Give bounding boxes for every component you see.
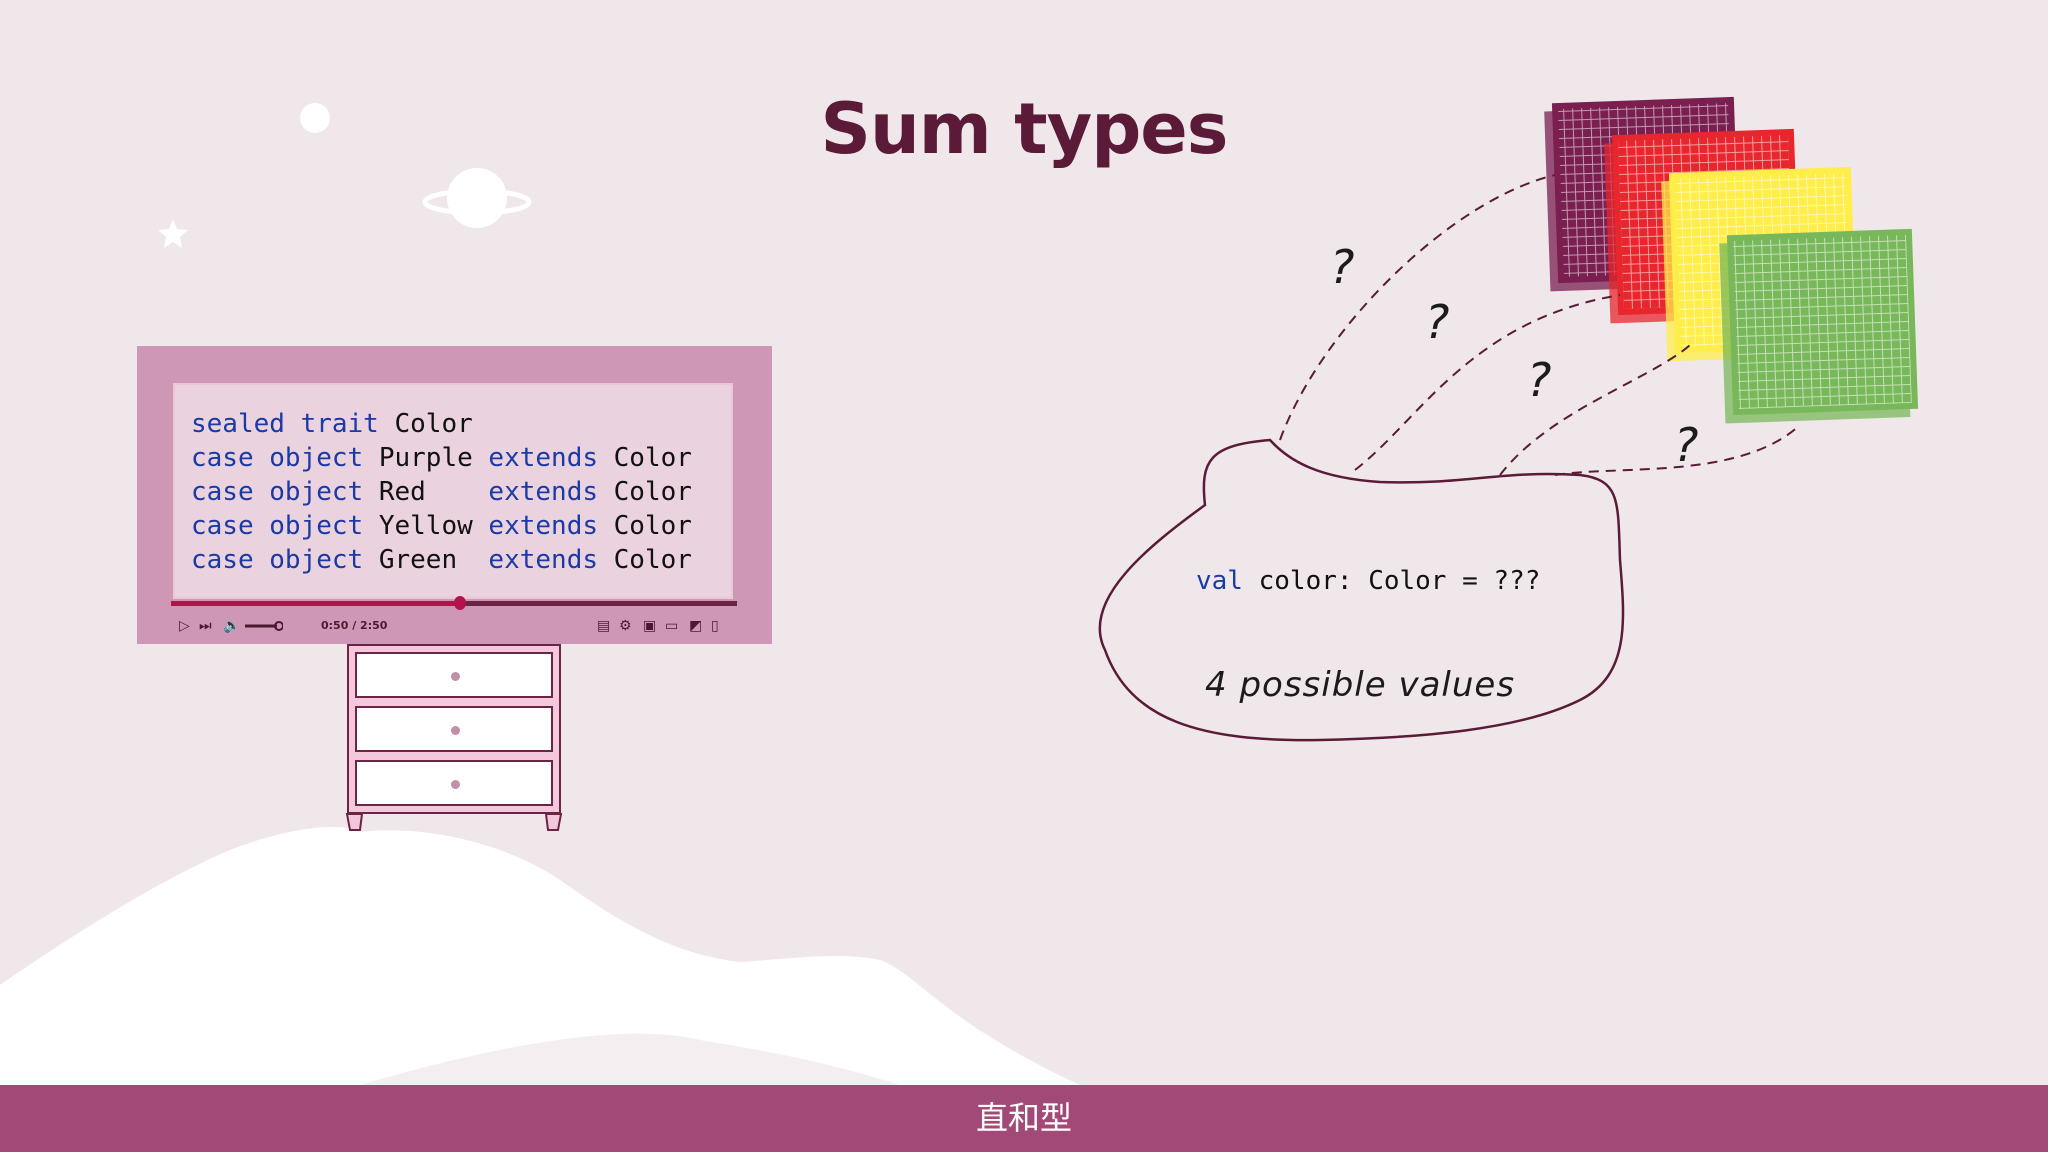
code-text: Color	[598, 477, 692, 507]
code-line: case object Purple extends Color	[191, 441, 692, 475]
subtitle-text: 直和型	[975, 1099, 1072, 1137]
slide-title: Sum types	[820, 88, 1229, 170]
skip-next-icon[interactable]: ⏭	[199, 618, 212, 634]
play-icon[interactable]: ▷	[179, 618, 190, 634]
dresser-illustration	[347, 644, 561, 814]
captions-icon[interactable]: ▤	[597, 618, 611, 634]
code-panel	[173, 383, 733, 599]
code-text: Yellow	[363, 511, 489, 541]
code-keyword: val	[1196, 566, 1243, 596]
code-line: case object Green extends Color	[191, 543, 692, 577]
dashed-connectors	[1279, 174, 1801, 476]
settings-icon[interactable]: ⚙	[619, 618, 632, 634]
cast-icon[interactable]: ◩	[689, 618, 703, 634]
code-keyword: extends	[488, 477, 598, 507]
star-icon	[158, 219, 188, 248]
code-text: Color	[598, 511, 692, 541]
code-text: Purple	[363, 443, 489, 473]
code-line: case object Red extends Color	[191, 475, 692, 509]
progress-thumb[interactable]	[453, 596, 466, 610]
code-text: Color	[598, 443, 692, 473]
code-text: Color	[598, 545, 692, 575]
drawer	[355, 760, 553, 806]
color-swatches	[1544, 96, 1919, 424]
code-keyword: sealed trait	[191, 409, 379, 439]
code-keyword: extends	[488, 443, 598, 473]
code-keyword: case object	[191, 545, 364, 575]
fullscreen-icon[interactable]: ▯	[711, 618, 719, 634]
progress-bar[interactable]	[171, 596, 737, 610]
drawer	[355, 652, 553, 698]
progress-fill	[171, 601, 460, 606]
value-declaration: val color: Color = ???	[1196, 566, 1540, 596]
question-mark: ?	[1330, 240, 1355, 294]
miniplayer-icon[interactable]: ▣	[643, 618, 657, 634]
player-controls: ▷ ⏭ 🔈 0:50 / 2:50 ▤ ⚙ ▣ ▭ ◩ ▯	[171, 616, 737, 636]
question-mark: ?	[1674, 418, 1699, 472]
question-mark: ?	[1425, 295, 1450, 349]
code-keyword: case object	[191, 511, 364, 541]
swatch-green	[1719, 228, 1919, 424]
volume-icon[interactable]: 🔈	[223, 618, 241, 634]
code-line: case object Yellow extends Color	[191, 509, 692, 543]
code-line: sealed trait Color	[191, 407, 692, 441]
code-text: color: Color = ???	[1242, 566, 1541, 596]
code-text: Green	[363, 545, 489, 575]
theater-icon[interactable]: ▭	[665, 618, 679, 634]
code-text: Color	[378, 409, 473, 439]
code-keyword: extends	[488, 545, 598, 575]
planet-icon	[422, 168, 532, 228]
subtitle-bar: 直和型	[0, 1085, 2048, 1152]
code-keyword: extends	[488, 511, 598, 541]
code-keyword: case object	[191, 477, 364, 507]
drawer-knob	[451, 726, 460, 735]
code-text: Red	[363, 477, 489, 507]
annotation-text: 4 possible values	[1205, 665, 1516, 705]
drawer-knob	[451, 672, 460, 681]
hill-shape	[0, 826, 1080, 1085]
value-blob	[1098, 438, 1625, 742]
time-display: 0:50 / 2:50	[321, 619, 388, 632]
code-keyword: case object	[191, 443, 364, 473]
question-mark: ?	[1527, 353, 1552, 407]
hill-shadow	[360, 1033, 900, 1085]
drawer-knob	[451, 780, 460, 789]
moon-icon	[300, 103, 330, 133]
drawer	[355, 706, 553, 752]
